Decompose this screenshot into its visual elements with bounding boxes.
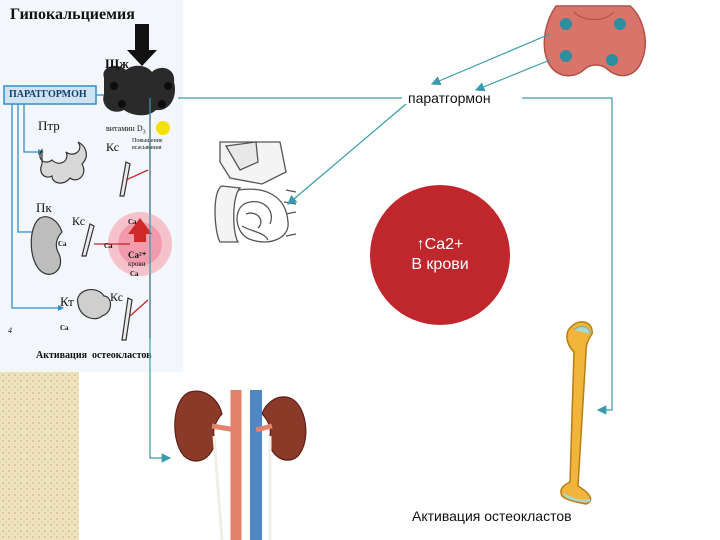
scheme-title: Гипокальциемия [10, 6, 135, 23]
ca-label-2: Ca [104, 242, 113, 250]
blood-label: крови [128, 260, 146, 268]
calcium-in-blood-circle: ↑Ca2+ В крови [370, 185, 510, 325]
intestine-drawing [39, 141, 87, 184]
kidney-drawing [30, 216, 63, 275]
absorption-note-1: Повышение [132, 138, 163, 144]
scheme-drawing [3, 24, 176, 341]
kc-label-1: Кс [106, 140, 120, 154]
hormone-label: паратгормон [408, 90, 491, 106]
ca-label-4: Ca [58, 240, 67, 248]
kidney-label: Пк [36, 200, 52, 215]
connector-lines [149, 33, 613, 463]
hormone-box-label: ПАРАТГОРМОН [9, 89, 87, 100]
parchment-texture [0, 372, 79, 540]
vitamin-d-dot [156, 121, 170, 135]
intestine-label: Птр [38, 118, 60, 133]
thyroid-illustration [543, 5, 646, 77]
calcium-circle-line2: В крови [411, 256, 469, 273]
bone-drawing [77, 288, 112, 320]
gland-label: Щж [105, 56, 129, 71]
kidneys-illustration [174, 390, 307, 540]
kc-label-2: Кс [72, 214, 86, 228]
input-arrow-shaft [135, 24, 149, 52]
kc-label-3: Кс [110, 290, 124, 304]
vitamin-label: витамин D3 [106, 124, 146, 136]
osteoclast-activation-label: Активация остеокластов [412, 508, 572, 524]
input-arrow-head [127, 50, 157, 66]
bone-label: Кт [60, 294, 74, 309]
calcium-circle-line1: ↑Ca2+ [416, 236, 464, 253]
femur-illustration [560, 321, 593, 505]
absorption-note-2: всасывания [132, 145, 162, 151]
ca2-label: Ca²⁺ [128, 250, 147, 260]
scheme-footer: Активация остеокластов [36, 350, 152, 361]
digestive-tract-illustration [214, 141, 297, 243]
hypocalcemia-scheme: Гипокальциемия [0, 0, 183, 372]
ca-label-1: Ca [128, 218, 137, 226]
ca-label-3: Ca [130, 270, 139, 278]
ca-label-5: Ca [60, 324, 69, 332]
fig-number: 4 [8, 326, 12, 335]
